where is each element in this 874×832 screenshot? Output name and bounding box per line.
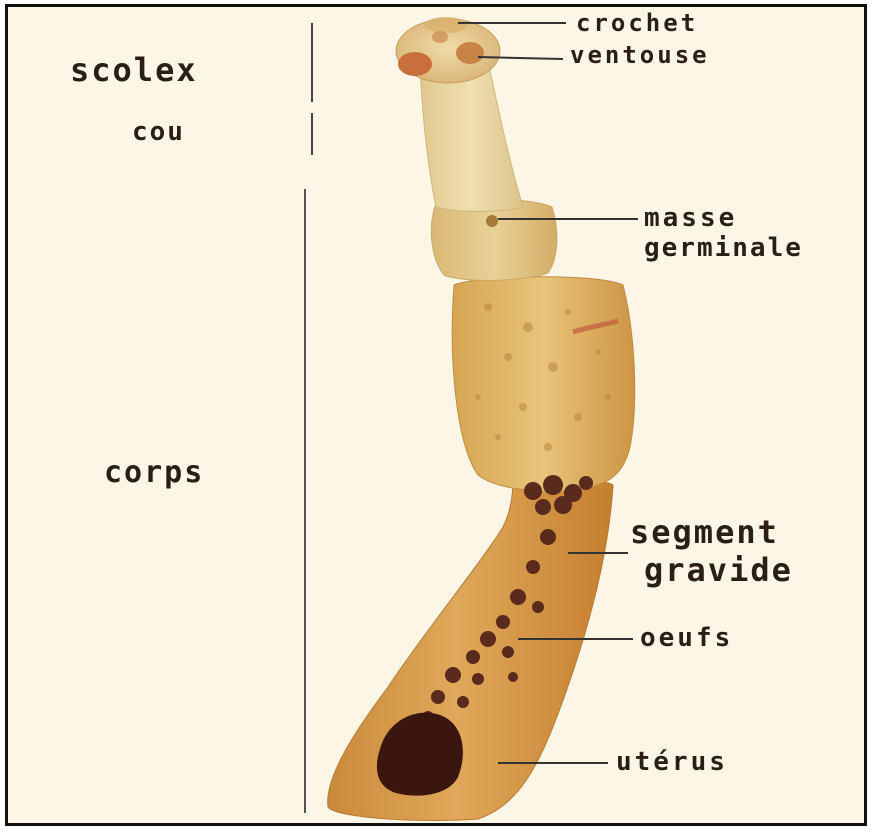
label-gravide: gravide [644,551,793,589]
label-uterus: utérus [616,747,728,777]
label-germinale: germinale [644,233,803,263]
sucker-right [456,42,484,64]
germinal-mass [486,215,498,227]
label-segment: segment [630,513,779,551]
mature-segment [452,277,634,492]
neck [420,65,523,212]
sucker-left [398,52,432,76]
diagram-frame: scolex cou corps crochet ventouse masse … [5,4,867,826]
label-masse: masse [644,203,737,233]
label-corps: corps [104,455,204,490]
label-ventouse: ventouse [570,41,710,69]
gravid-segment [328,475,613,821]
label-oeufs: oeufs [640,623,733,653]
label-cou: cou [132,117,185,147]
label-crochet: crochet [576,9,698,37]
rostellum [424,17,468,33]
sucker-center [432,31,448,43]
label-scolex: scolex [70,51,198,89]
